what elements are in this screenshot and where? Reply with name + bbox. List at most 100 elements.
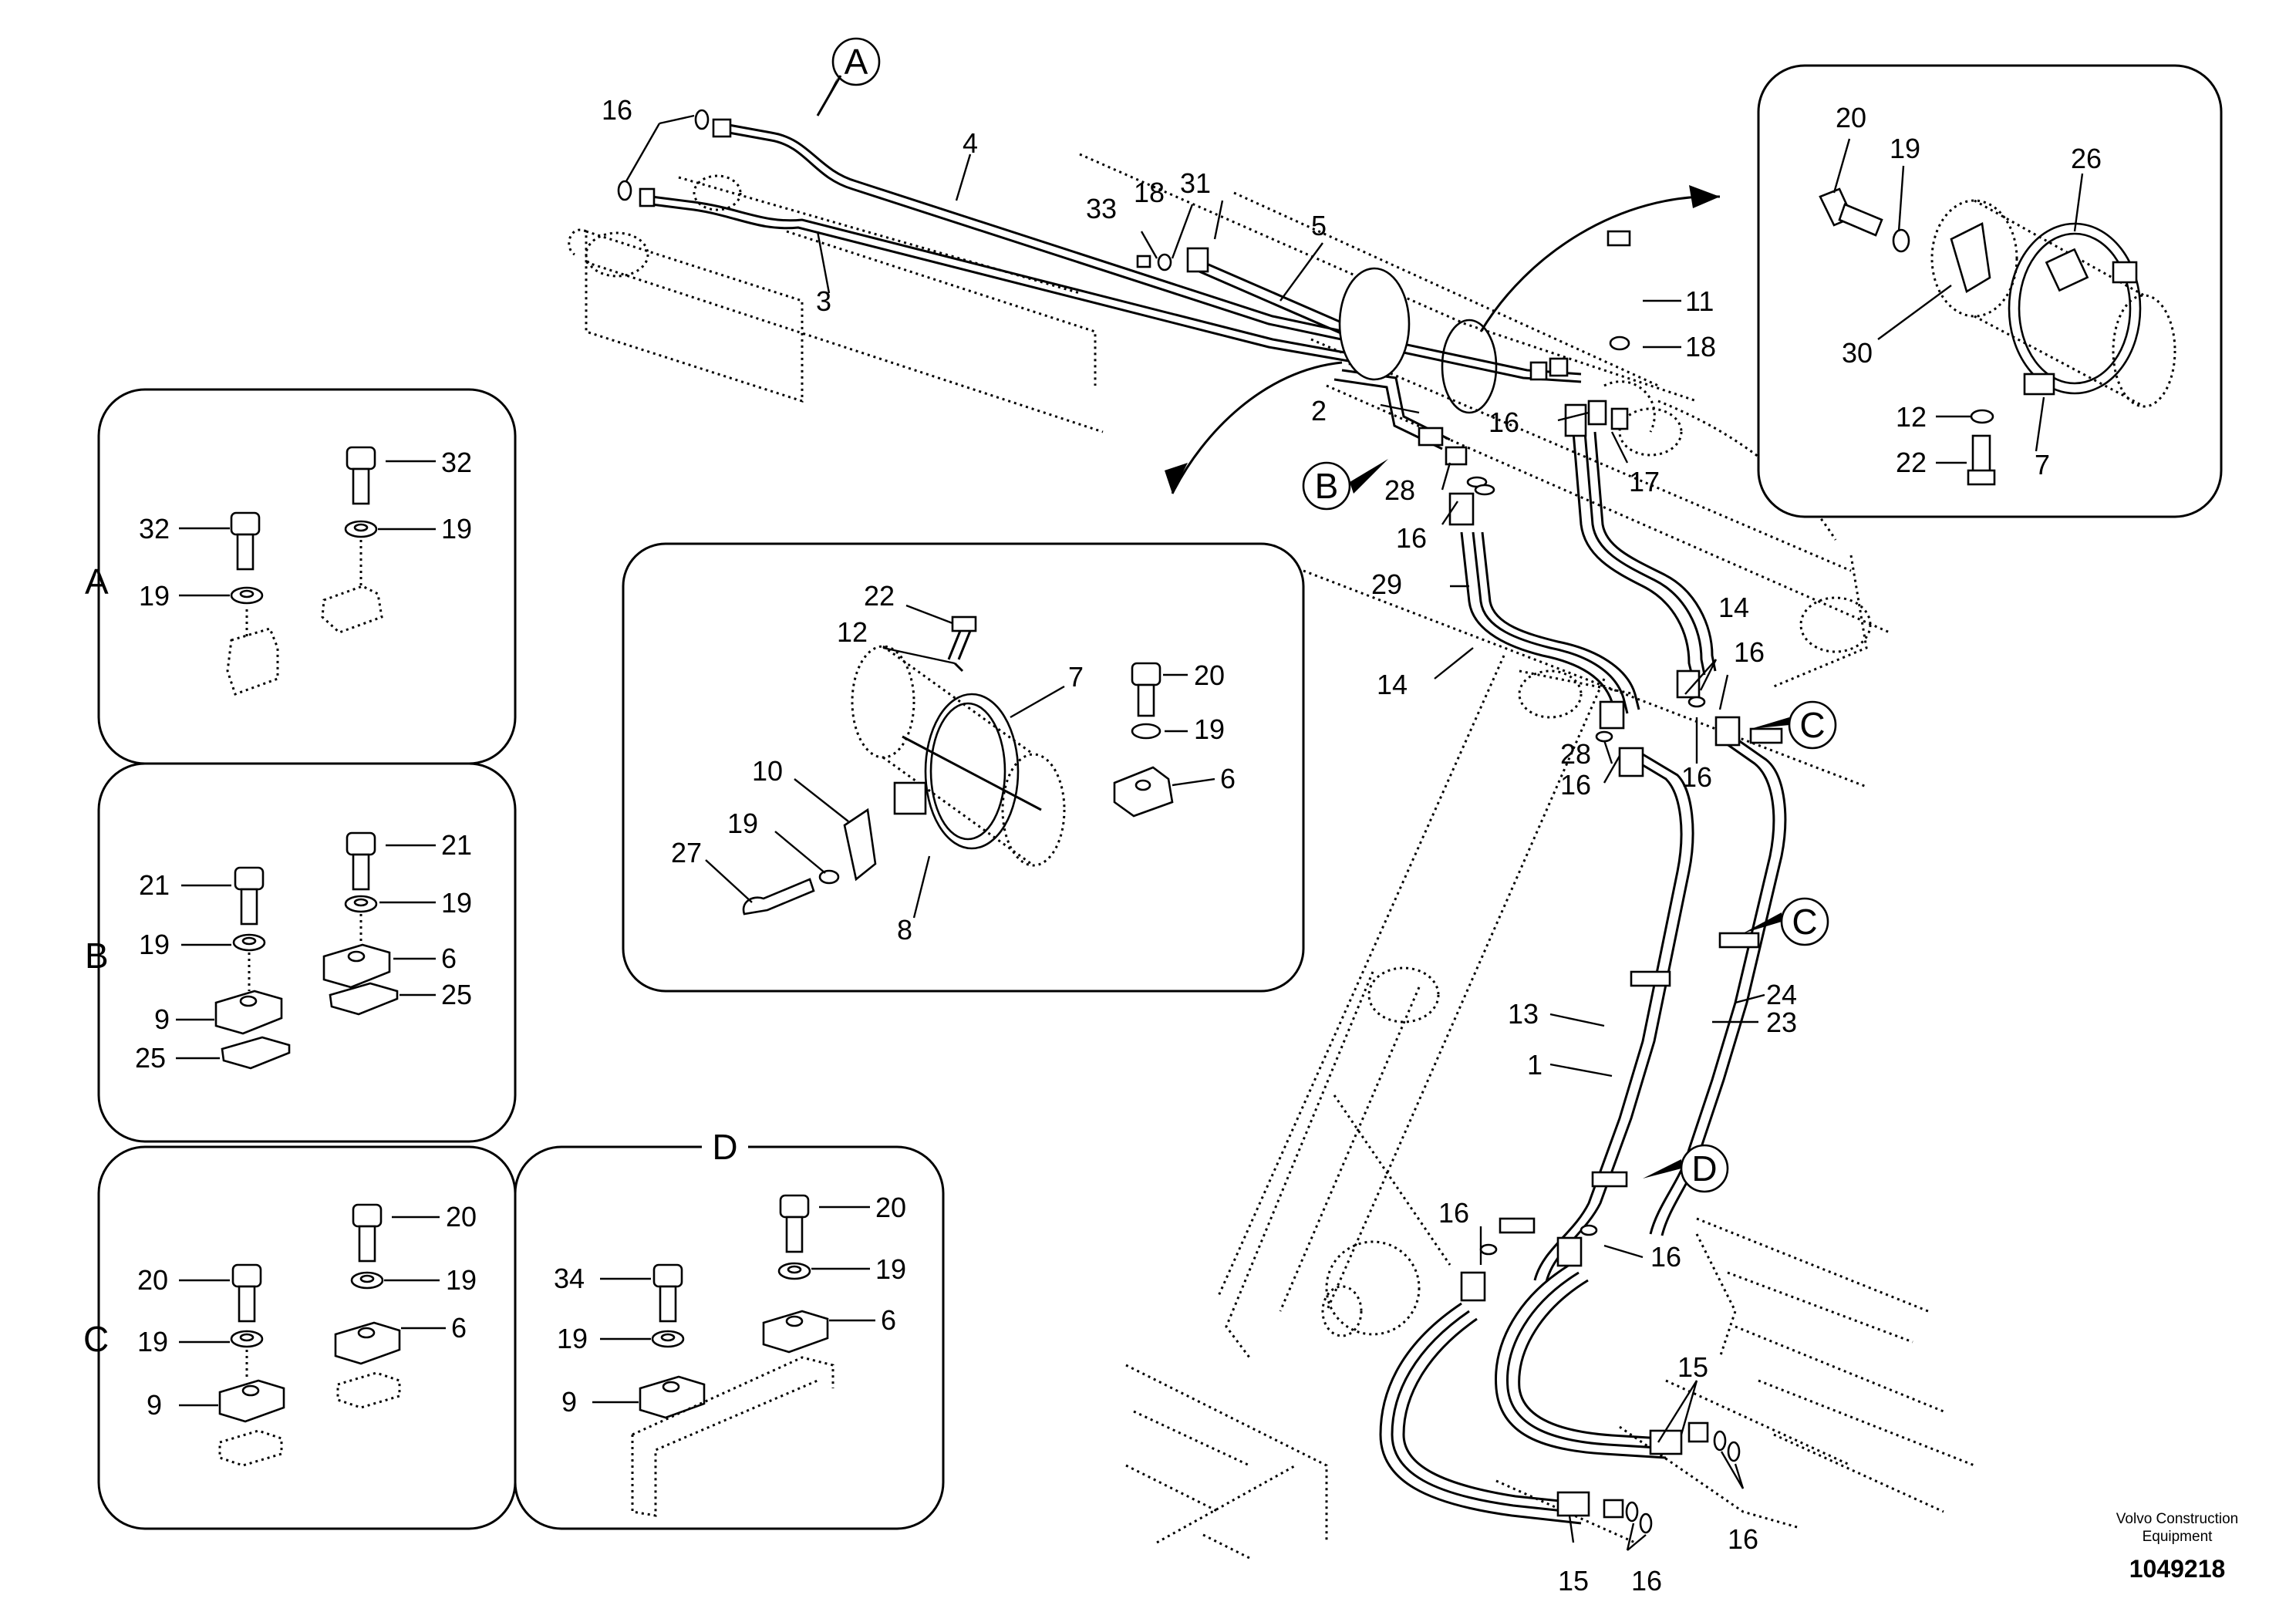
- tr-label-7: 7: [2035, 449, 2050, 481]
- box-b-label-21b: 21: [441, 829, 472, 861]
- box-b-label-9: 9: [154, 1003, 170, 1035]
- clamp-label-6: 6: [1220, 763, 1236, 794]
- label-15b: 15: [1558, 1565, 1589, 1597]
- box-a-label-32b: 32: [441, 447, 472, 478]
- callout-c2: C: [1743, 897, 1829, 946]
- box-a-label-19: 19: [139, 580, 170, 612]
- box-d-label-6: 6: [881, 1304, 896, 1336]
- boom-cylinder-outline: [568, 153, 1975, 1560]
- tr-label-12: 12: [1896, 401, 1927, 433]
- callout-b: B: [1302, 459, 1388, 511]
- box-d-label-20: 20: [875, 1192, 906, 1223]
- clamp-label-7: 7: [1068, 661, 1084, 693]
- box-b-label-6: 6: [441, 943, 457, 974]
- box-a-label-19b: 19: [441, 513, 472, 545]
- box-d-label-9: 9: [561, 1386, 577, 1418]
- tr-label-19: 19: [1890, 133, 1920, 164]
- label-16g: 16: [1438, 1197, 1469, 1229]
- label-23: 23: [1766, 1007, 1797, 1038]
- label-16d: 16: [1734, 636, 1765, 668]
- box-c-title: C: [83, 1319, 109, 1359]
- clamp-label-19: 19: [727, 808, 758, 839]
- box-d-label-19b: 19: [875, 1253, 906, 1285]
- label-18: 18: [1134, 177, 1165, 208]
- label-16h: 16: [1650, 1241, 1681, 1273]
- label-17: 17: [1629, 466, 1660, 497]
- label-16c: 16: [1396, 522, 1427, 554]
- box-b-label-19: 19: [139, 929, 170, 960]
- box-c-label-20b: 20: [446, 1201, 477, 1233]
- box-a-label-32: 32: [139, 513, 170, 545]
- box-b-label-25b: 25: [441, 979, 472, 1010]
- box-d-title: D: [712, 1127, 737, 1167]
- detail-box-d: D 34 19 9 20 19 6: [514, 1127, 945, 1530]
- box-c-label-19b: 19: [446, 1264, 477, 1296]
- label-16j: 16: [1728, 1523, 1758, 1555]
- label-28: 28: [1384, 474, 1415, 506]
- label-13: 13: [1508, 998, 1539, 1030]
- label-3: 3: [816, 285, 831, 317]
- box-c-label-9: 9: [147, 1389, 162, 1421]
- fittings: [617, 109, 1783, 1534]
- svg-text:B: B: [1315, 466, 1339, 506]
- document-number: 1049218: [2129, 1555, 2226, 1583]
- clamp-label-27: 27: [671, 837, 702, 868]
- box-d-label-19: 19: [557, 1323, 588, 1354]
- label-29: 29: [1371, 568, 1402, 600]
- label-16: 16: [602, 94, 632, 126]
- label-14b: 14: [1718, 592, 1749, 623]
- tr-label-30: 30: [1842, 337, 1873, 369]
- label-28b: 28: [1560, 738, 1591, 770]
- main-labels: 16 4 33 18 31 5 3 11 18 2 16 17 28 16 29…: [602, 94, 1797, 1597]
- label-14: 14: [1377, 669, 1408, 700]
- detail-box-a: A 32 19 32 19: [85, 388, 517, 765]
- detail-box-b: B 21 19 9 25 21 19 6 25: [85, 762, 517, 1143]
- label-16i: 16: [1631, 1565, 1662, 1597]
- clamp-label-8: 8: [897, 914, 912, 946]
- company-name-line2: Equipment: [2143, 1529, 2213, 1545]
- box-c-label-20: 20: [137, 1264, 168, 1296]
- clamp-label-22: 22: [864, 580, 895, 612]
- label-4: 4: [963, 127, 978, 159]
- label-15: 15: [1677, 1351, 1708, 1383]
- label-16e: 16: [1560, 769, 1591, 801]
- clamp-label-20: 20: [1194, 659, 1225, 691]
- footer: Volvo Construction Equipment 1049218: [2116, 1511, 2238, 1583]
- box-c-label-19: 19: [137, 1326, 168, 1357]
- label-5: 5: [1311, 210, 1327, 241]
- clamp-detail-top-right: 20 19 26 30 12 22 7: [1757, 64, 2223, 518]
- label-24: 24: [1766, 979, 1797, 1010]
- detail-box-c: C 20 19 9 20 19 6: [83, 1145, 517, 1530]
- clamp-label-12: 12: [837, 616, 868, 648]
- label-16f: 16: [1681, 761, 1712, 793]
- tr-label-22: 22: [1896, 447, 1927, 478]
- company-name-line1: Volvo Construction: [2116, 1511, 2238, 1527]
- label-18b: 18: [1685, 331, 1716, 363]
- box-b-label-25: 25: [135, 1042, 166, 1074]
- label-31: 31: [1180, 167, 1211, 199]
- box-a-title: A: [85, 561, 109, 602]
- box-b-label-21: 21: [139, 869, 170, 901]
- callout-a: A: [816, 37, 881, 116]
- callout-c1: C: [1751, 700, 1837, 750]
- svg-text:D: D: [1691, 1148, 1717, 1189]
- label-11: 11: [1685, 285, 1714, 317]
- clamp-detail: 22 12 7 10 19 27 8 20 19 6: [622, 542, 1305, 993]
- tr-label-20: 20: [1836, 102, 1866, 133]
- main-callout-lines: [625, 114, 1765, 1551]
- tr-label-26: 26: [2071, 143, 2102, 174]
- svg-text:A: A: [845, 42, 868, 82]
- clamp-label-19b: 19: [1194, 713, 1225, 745]
- svg-text:C: C: [1792, 902, 1817, 942]
- label-33: 33: [1086, 193, 1117, 224]
- callout-d: D: [1643, 1144, 1729, 1193]
- box-b-title: B: [85, 936, 109, 976]
- label-1: 1: [1527, 1049, 1542, 1081]
- svg-text:C: C: [1799, 705, 1825, 745]
- box-c-label-6: 6: [451, 1312, 467, 1344]
- detail-arrows: [1165, 185, 1721, 494]
- box-d-label-34: 34: [554, 1263, 585, 1294]
- label-16b: 16: [1489, 406, 1519, 438]
- clamp-label-10: 10: [752, 755, 783, 787]
